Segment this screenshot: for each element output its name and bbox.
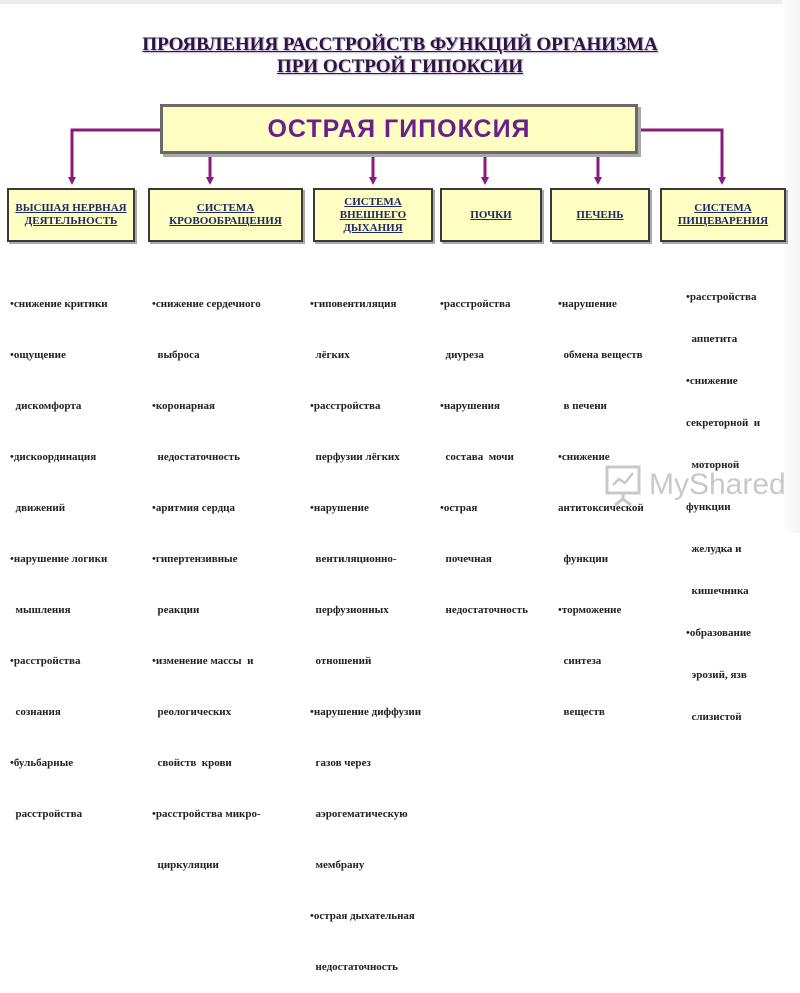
- list-item: антитоксической: [558, 502, 644, 514]
- list-item: •гипертензивные: [152, 553, 238, 565]
- category-label: ВЫСШАЯ НЕРВНАЯ ДЕЯТЕЛЬНОСТЬ: [15, 202, 127, 227]
- list-item: •аритмия сердца: [152, 502, 236, 514]
- list-item: перфузии лёгких: [310, 451, 400, 463]
- list-item: •гиповентиляция: [310, 298, 397, 310]
- list-item: в печени: [558, 400, 607, 412]
- list-item: моторной: [686, 459, 740, 471]
- list-item: •расстройства: [686, 291, 757, 303]
- connector-right: [638, 128, 726, 185]
- top-border: [0, 0, 800, 4]
- list-item: вентиляционно-: [310, 553, 397, 565]
- list-item: лёгких: [310, 349, 350, 361]
- myshared-watermark: MyShared: [603, 463, 786, 507]
- list-item: дискомфорта: [10, 400, 82, 412]
- list-item: состава мочи: [440, 451, 514, 463]
- category-label: СИСТЕМА ПИЩЕВАРЕНИЯ: [677, 202, 769, 227]
- list-item: •снижение сердечного: [152, 298, 261, 310]
- category-higher-nervous-activity: ВЫСШАЯ НЕРВНАЯ ДЕЯТЕЛЬНОСТЬ: [7, 188, 135, 242]
- list-item: •нарушение диффузии: [310, 706, 422, 718]
- list-item: секреторной и: [686, 417, 761, 429]
- list-item: функции: [558, 553, 609, 565]
- list-item: реологических: [152, 706, 232, 718]
- category-respiratory-system: СИСТЕМА ВНЕШНЕГО ДЫХАНИЯ: [313, 188, 433, 242]
- list-item: •снижение: [558, 451, 610, 463]
- list-item: •нарушение логики: [10, 553, 108, 565]
- list-item: кишечника: [686, 585, 749, 597]
- list-item: •нарушения: [440, 400, 500, 412]
- list-item: •расстройства: [440, 298, 511, 310]
- list-item: •острая: [440, 502, 478, 514]
- list-item: •острая дыхательная: [310, 910, 415, 922]
- category-label: ПЕЧЕНЬ: [576, 208, 624, 221]
- list-item: обмена веществ: [558, 349, 643, 361]
- list-kidneys: •расстройства диуреза •нарушения состава…: [440, 262, 528, 636]
- list-respiratory-system: •гиповентиляция лёгких •расстройства пер…: [310, 262, 421, 993]
- list-item: диуреза: [440, 349, 484, 361]
- connector-left: [68, 128, 160, 185]
- list-item: веществ: [558, 706, 605, 718]
- list-item: желудка и: [686, 543, 742, 555]
- list-item: реакции: [152, 604, 200, 616]
- category-kidneys: ПОЧКИ: [440, 188, 542, 242]
- list-item: движений: [10, 502, 66, 514]
- list-item: аппетита: [686, 333, 738, 345]
- list-item: синтеза: [558, 655, 602, 667]
- list-item: эрозий, язв: [686, 669, 747, 681]
- category-circulatory-system: СИСТЕМА КРОВООБРАЩЕНИЯ: [148, 188, 303, 242]
- presentation-icon: [605, 465, 641, 507]
- category-label: ПОЧКИ: [470, 208, 512, 221]
- list-item: газов через: [310, 757, 371, 769]
- list-item: перфузионных: [310, 604, 389, 616]
- category-liver: ПЕЧЕНЬ: [550, 188, 650, 242]
- category-label: СИСТЕМА ВНЕШНЕГО ДЫХАНИЯ: [339, 195, 407, 234]
- list-item: отношений: [310, 655, 372, 667]
- list-item: •расстройства микро-: [152, 808, 261, 820]
- list-item: •дискоординация: [10, 451, 97, 463]
- list-item: •бульбарные: [10, 757, 74, 769]
- list-item: •торможение: [558, 604, 622, 616]
- list-item: недостаточность: [310, 961, 398, 973]
- list-item: •нарушение: [558, 298, 617, 310]
- list-item: свойств крови: [152, 757, 232, 769]
- list-circulatory-system: •снижение сердечного выброса •коронарная…: [152, 262, 261, 891]
- acute-hypoxia-label: ОСТРАЯ ГИПОКСИЯ: [267, 114, 531, 143]
- list-item: почечная: [440, 553, 492, 565]
- slide-title-line-2: ПРИ ОСТРОЙ ГИПОКСИИ: [276, 56, 524, 77]
- right-edge-shade: [782, 0, 800, 533]
- category-digestive-system: СИСТЕМА ПИЩЕВАРЕНИЯ: [660, 188, 786, 242]
- list-item: слизистой: [686, 711, 742, 723]
- list-item: •расстройства: [10, 655, 81, 667]
- list-item: расстройства: [10, 808, 83, 820]
- list-item: •коронарная: [152, 400, 215, 412]
- category-label: СИСТЕМА КРОВООБРАЩЕНИЯ: [169, 202, 282, 227]
- list-item: выброса: [152, 349, 200, 361]
- list-item: сознания: [10, 706, 61, 718]
- list-higher-nervous-activity: •снижение критики •ощущение дискомфорта …: [10, 262, 108, 840]
- list-item: •образование: [686, 627, 752, 639]
- acute-hypoxia-box: ОСТРАЯ ГИПОКСИЯ: [160, 104, 638, 154]
- list-item: аэрогематическую: [310, 808, 408, 820]
- list-item: •ощущение: [10, 349, 66, 361]
- connector-lines: [68, 128, 726, 185]
- list-item: •расстройства: [310, 400, 381, 412]
- list-item: циркуляции: [152, 859, 219, 871]
- list-item: мышления: [10, 604, 71, 616]
- list-item: •снижение: [686, 375, 738, 387]
- list-item: недостаточность: [440, 604, 528, 616]
- list-item: мембрану: [310, 859, 365, 871]
- list-item: •нарушение: [310, 502, 369, 514]
- list-item: •изменение массы и: [152, 655, 254, 667]
- list-item: недостаточность: [152, 451, 240, 463]
- watermark-text: MyShared: [649, 468, 786, 501]
- list-item: функции: [686, 501, 731, 513]
- slide-title-line-1: ПРОЯВЛЕНИЯ РАССТРОЙСТВ ФУНКЦИЙ ОРГАНИЗМА: [142, 34, 658, 55]
- list-item: •снижение критики: [10, 298, 108, 310]
